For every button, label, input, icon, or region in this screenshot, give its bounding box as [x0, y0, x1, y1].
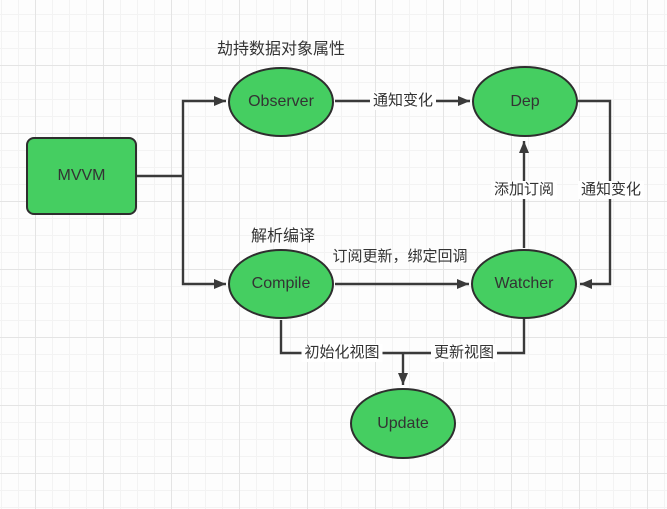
annotation-hijack-data-properties: 劫持数据对象属性	[216, 41, 346, 58]
node-mvvm-label: MVVM	[57, 167, 106, 184]
edge-label-watcher-to-update: 更新视图	[430, 344, 498, 362]
node-dep: Dep	[472, 66, 578, 137]
edge-label-watcher-to-dep: 添加订阅	[490, 181, 558, 199]
node-compile: Compile	[228, 249, 334, 319]
node-dep-label: Dep	[510, 92, 540, 110]
node-update: Update	[350, 388, 456, 459]
edge-label-compile-to-update: 初始化视图	[301, 344, 383, 362]
edge-mvvm-to-compile	[181, 176, 226, 289]
annotation-parse-compile: 解析编译	[250, 228, 316, 245]
edge-label-observer-to-dep: 通知变化	[369, 92, 437, 110]
node-compile-label: Compile	[251, 275, 311, 292]
node-observer: Observer	[228, 67, 334, 137]
edge-label-dep-to-watcher: 通知变化	[577, 181, 645, 199]
edge-label-compile-to-watcher: 订阅更新，绑定回调	[332, 248, 468, 265]
node-watcher-label: Watcher	[494, 275, 554, 292]
edge-mvvm-to-observer	[181, 96, 226, 176]
node-update-label: Update	[377, 414, 429, 432]
node-watcher: Watcher	[471, 249, 577, 319]
node-mvvm: MVVM	[26, 137, 137, 215]
node-observer-label: Observer	[248, 93, 314, 110]
